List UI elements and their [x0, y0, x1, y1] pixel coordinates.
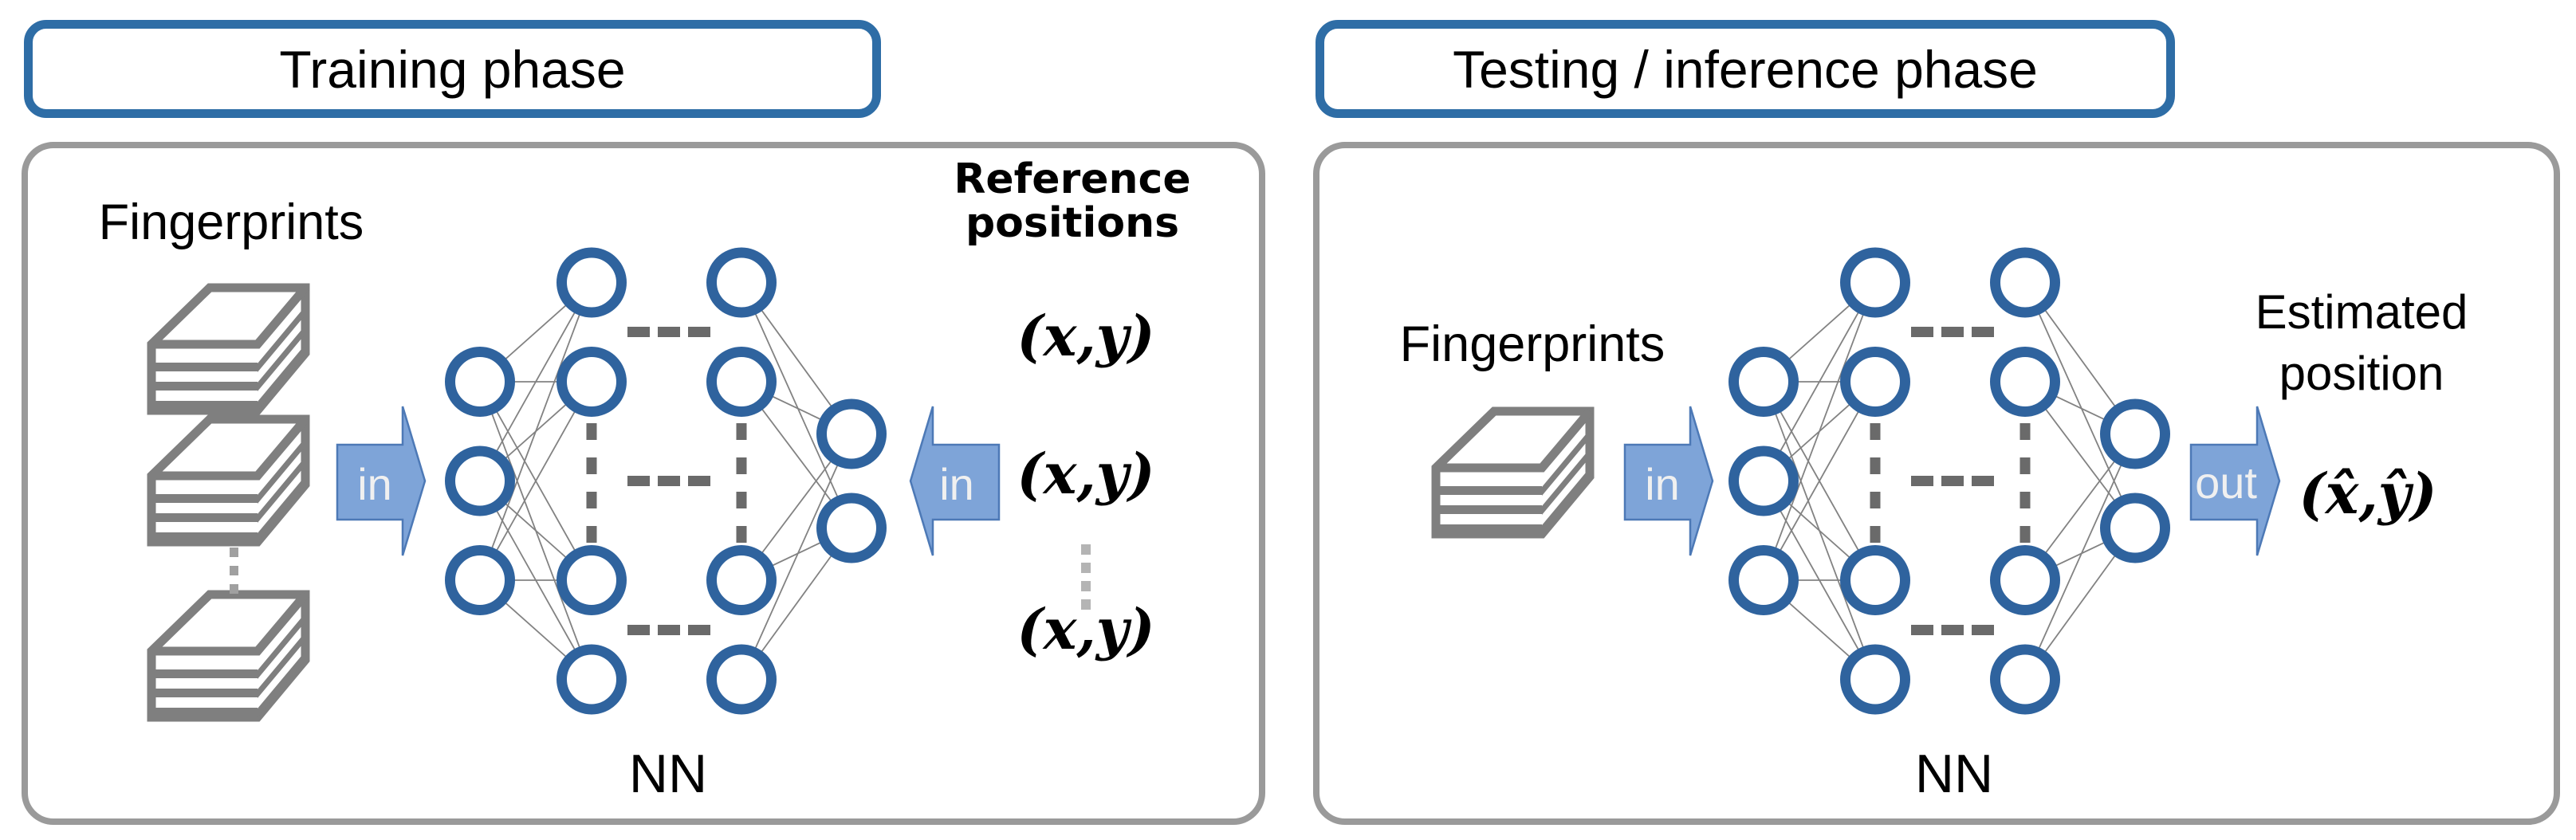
training-nn-label: NN	[628, 744, 708, 804]
estimated-position-line2: position	[2279, 346, 2444, 400]
testing-phase-title-box: Testing / inference phase	[1316, 20, 2175, 118]
reference-coordinate-2: (x,y)	[1017, 441, 1155, 507]
reference-positions-line1: Reference	[954, 155, 1191, 203]
training-phase-title: Training phase	[279, 39, 626, 99]
estimated-coordinate: (x̂,ŷ)	[2299, 461, 2437, 527]
estimated-position-label: Estimated position	[2202, 282, 2521, 405]
training-phase-title-box: Training phase	[24, 20, 881, 118]
testing-fingerprints-label: Fingerprints	[1399, 316, 1666, 372]
reference-positions-line2: positions	[965, 199, 1180, 248]
training-fingerprints-label: Fingerprints	[98, 194, 364, 250]
testing-phase-title: Testing / inference phase	[1453, 39, 2038, 99]
estimated-position-line1: Estimated	[2255, 285, 2468, 339]
reference-positions-label: Reference positions	[913, 155, 1232, 248]
testing-nn-label: NN	[1914, 744, 1994, 804]
reference-coordinate-1: (x,y)	[1017, 303, 1155, 369]
reference-coordinate-3: (x,y)	[1017, 596, 1155, 662]
